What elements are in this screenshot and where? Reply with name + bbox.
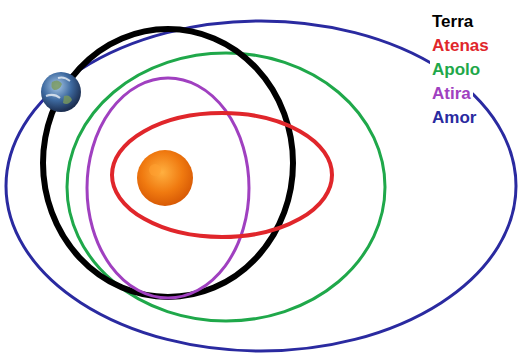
atenas-orbit (112, 113, 332, 237)
legend-entry: Amor (430, 106, 478, 130)
legend-entry: Terra (430, 10, 475, 34)
sun-spot (149, 164, 161, 176)
earth-orbit (43, 29, 293, 297)
earth-land (51, 80, 72, 104)
legend: TerraAtenasApoloAtiraAmor (430, 10, 491, 130)
earth-cloud (46, 77, 70, 98)
legend-entry: Atenas (430, 34, 491, 58)
legend-entry: Atira (430, 82, 473, 106)
atira-orbit (87, 78, 249, 298)
amor-orbit (6, 21, 516, 351)
earth (41, 72, 81, 112)
sun (137, 150, 193, 206)
legend-entry: Apolo (430, 58, 482, 82)
